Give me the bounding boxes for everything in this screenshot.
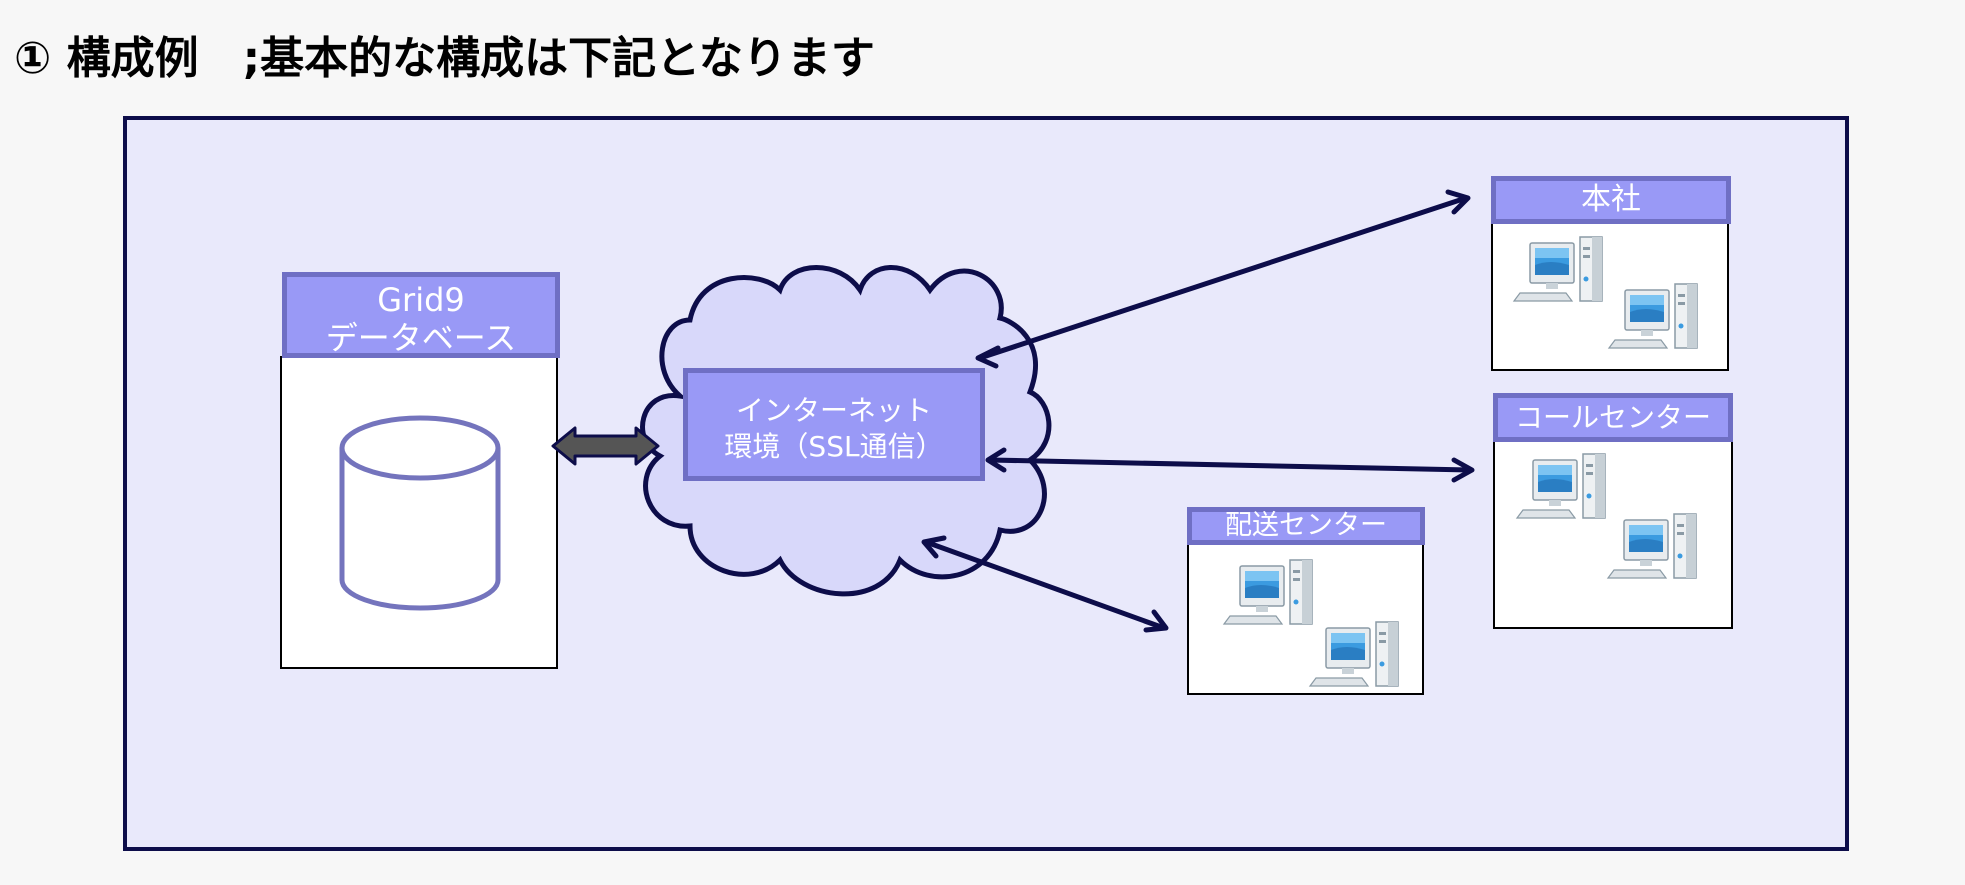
internet-label: インターネット 環境（SSL通信） xyxy=(683,368,985,481)
computer-icon xyxy=(1608,283,1698,349)
database-icon xyxy=(339,415,501,611)
computer-icon xyxy=(1607,513,1697,579)
delivery-label: 配送センター xyxy=(1187,507,1425,545)
honsha-label: 本社 xyxy=(1491,176,1731,224)
computer-icon xyxy=(1309,621,1399,687)
callcenter-label: コールセンター xyxy=(1493,393,1733,442)
computer-icon xyxy=(1513,236,1603,302)
database-label-line1: Grid9 xyxy=(377,281,465,319)
computer-icon xyxy=(1516,453,1606,519)
database-label-line2: データベース xyxy=(325,319,517,357)
computer-icon xyxy=(1223,559,1313,625)
database-label: Grid9 データベース xyxy=(282,272,560,358)
db-internet-arrow xyxy=(551,426,660,466)
database-box xyxy=(280,356,558,669)
internet-label-line1: インターネット xyxy=(735,394,932,427)
page-title: ① 構成例 ;基本的な構成は下記となります xyxy=(14,33,875,84)
internet-label-line2: 環境（SSL通信） xyxy=(724,430,944,463)
